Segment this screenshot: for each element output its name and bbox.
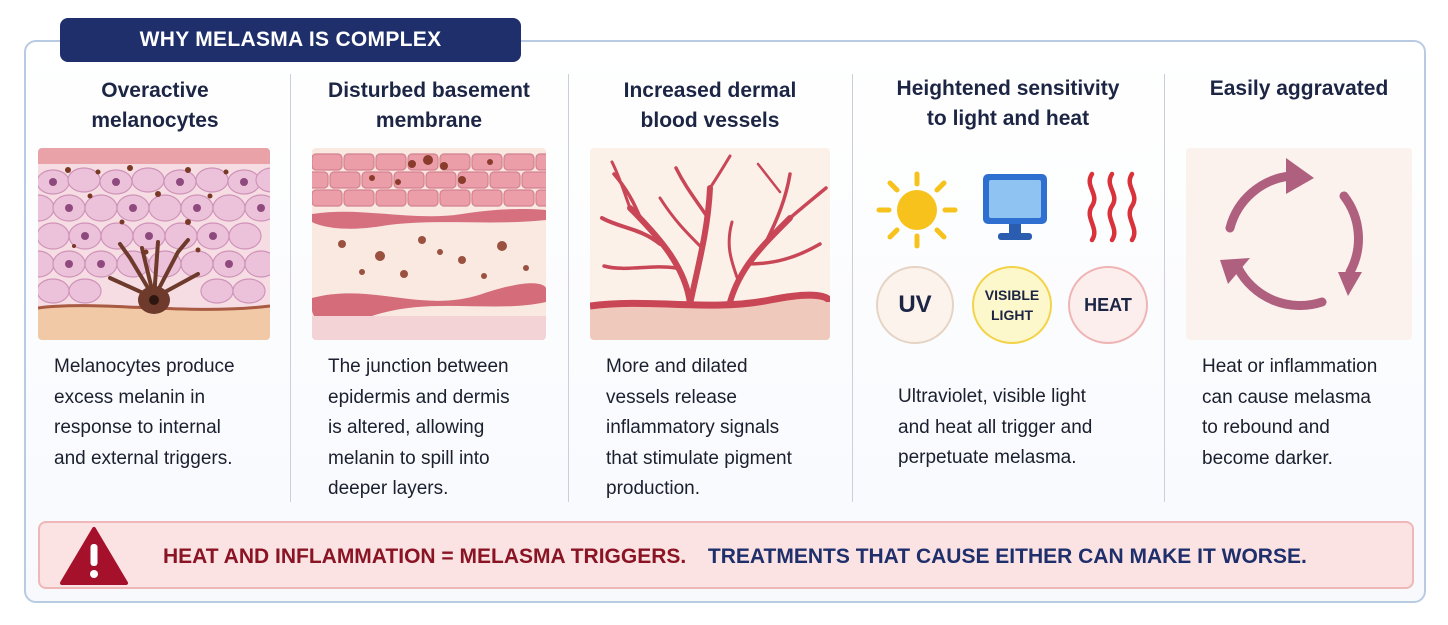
column-5-description: Heat or inflammation can cause melasma t… bbox=[1202, 352, 1422, 474]
column-divider bbox=[568, 74, 569, 502]
column-4-desc-line: and heat all trigger and bbox=[898, 416, 1093, 438]
column-4-description: Ultraviolet, visible light and heat all … bbox=[898, 382, 1158, 474]
column-1-title-line: melanocytes bbox=[91, 109, 219, 132]
column-divider bbox=[1164, 74, 1165, 502]
column-divider bbox=[290, 74, 291, 502]
column-1-desc-line: response to internal bbox=[54, 417, 221, 438]
column-2-desc-line: The junction between bbox=[328, 356, 509, 377]
column-1-desc-line: excess melanin in bbox=[54, 386, 206, 408]
blood-vessels-illustration bbox=[590, 148, 830, 340]
monitor-icon bbox=[980, 172, 1050, 244]
column-5-title-line: Easily aggravated bbox=[1209, 77, 1389, 100]
melanocyte-illustration bbox=[38, 148, 270, 340]
warning-icon bbox=[60, 526, 128, 586]
warning-banner bbox=[38, 521, 1414, 589]
heat-waves-icon bbox=[1082, 170, 1142, 246]
visible-light-badge: VISIBLE LIGHT bbox=[972, 266, 1052, 344]
column-4-title-line: to light and heat bbox=[926, 107, 1090, 130]
column-4-title-line: Heightened sensitivity bbox=[896, 77, 1120, 100]
column-1-title: Overactive melanocytes bbox=[40, 76, 270, 136]
banner-part-2: TREATMENTS THAT CAUSE EITHER CAN MAKE IT… bbox=[707, 545, 1307, 568]
column-divider bbox=[852, 74, 853, 502]
column-5-desc-line: to rebound and bbox=[1202, 417, 1330, 438]
column-3-description: More and dilated vessels release inflamm… bbox=[606, 352, 846, 505]
banner-message: HEAT AND INFLAMMATION = MELASMA TRIGGERS… bbox=[163, 545, 1307, 569]
visible-light-badge-line: LIGHT bbox=[991, 307, 1033, 323]
cycle-arrows-icon bbox=[1186, 148, 1412, 340]
column-4-desc-line: perpetuate melasma. bbox=[898, 447, 1077, 468]
visible-light-badge-line: VISIBLE bbox=[984, 287, 1040, 303]
column-2-description: The junction between epidermis and dermi… bbox=[328, 352, 564, 505]
column-4-desc-line: Ultraviolet, visible light bbox=[898, 386, 1086, 407]
column-2-desc-line: melanin to spill into bbox=[328, 447, 490, 469]
column-2-desc-line: deeper layers. bbox=[328, 478, 449, 499]
basement-membrane-illustration bbox=[312, 148, 546, 340]
column-3-desc-line: inflammatory signals bbox=[606, 417, 780, 438]
column-1-desc-line: Melanocytes produce bbox=[54, 356, 235, 377]
banner-part-1: HEAT AND INFLAMMATION = MELASMA TRIGGERS… bbox=[163, 545, 687, 568]
column-3-title-line: blood vessels bbox=[640, 109, 780, 132]
column-2-title-line: Disturbed basement bbox=[328, 79, 530, 102]
column-5-desc-line: become darker. bbox=[1202, 447, 1333, 469]
column-3-desc-line: production. bbox=[606, 478, 701, 499]
column-3-title: Increased dermal blood vessels bbox=[592, 76, 828, 136]
uv-badge: UV bbox=[876, 266, 954, 344]
column-2-title: Disturbed basement membrane bbox=[306, 76, 552, 136]
column-3-desc-line: that stimulate pigment bbox=[606, 447, 792, 469]
column-1-description: Melanocytes produce excess melanin in re… bbox=[54, 352, 284, 474]
column-1-title-line: Overactive bbox=[101, 79, 209, 102]
column-2-title-line: membrane bbox=[375, 109, 483, 132]
column-5-desc-line: Heat or inflammation bbox=[1202, 356, 1378, 377]
column-5-desc-line: can cause melasma bbox=[1202, 386, 1371, 408]
column-3-desc-line: vessels release bbox=[606, 386, 737, 408]
column-5-title: Easily aggravated bbox=[1186, 74, 1412, 104]
column-1-desc-line: and external triggers. bbox=[54, 447, 233, 469]
sun-icon bbox=[874, 170, 960, 250]
column-3-title-line: Increased dermal bbox=[623, 79, 797, 102]
column-4-title: Heightened sensitivity to light and heat bbox=[870, 74, 1146, 134]
column-2-desc-line: epidermis and dermis bbox=[328, 386, 510, 408]
header-title: WHY MELASMA IS COMPLEX bbox=[60, 18, 521, 62]
heat-badge: HEAT bbox=[1068, 266, 1148, 344]
column-3-desc-line: More and dilated bbox=[606, 356, 748, 377]
column-2-desc-line: is altered, allowing bbox=[328, 417, 485, 438]
